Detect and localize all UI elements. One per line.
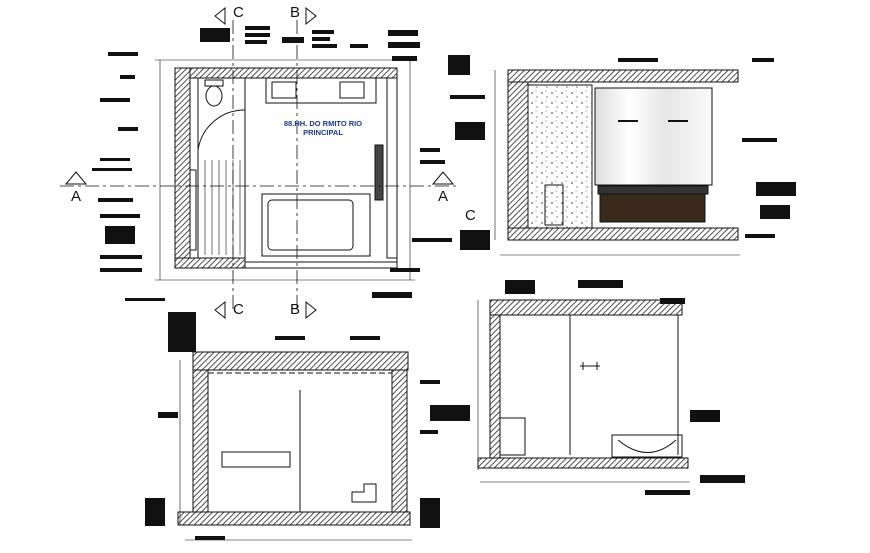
elevation-a <box>494 69 740 256</box>
plan-title-line1: 88.HH. DO RMITO RIO <box>283 119 363 128</box>
floor-plan <box>60 6 460 320</box>
elevation-b <box>477 299 690 483</box>
toilet-plan <box>205 85 223 107</box>
mirror <box>594 87 713 186</box>
section-marker-a-left: A <box>71 188 82 205</box>
section-marker-c-elevation: C <box>465 207 476 224</box>
plan-title: 88.HH. DO RMITO RIO PRINCIPAL <box>268 119 378 137</box>
vanity <box>599 193 706 223</box>
bathtub-side <box>611 434 683 458</box>
section-marker-c-bottom: C <box>233 301 244 318</box>
toilet-elevation <box>544 184 564 226</box>
section-marker-c-top: C <box>233 4 244 21</box>
vanity-side <box>499 417 526 456</box>
section-marker-b-top: B <box>290 4 301 21</box>
shower-slats <box>204 160 241 255</box>
section-marker-a-right: A <box>438 188 449 205</box>
elevation-c <box>177 351 412 541</box>
bathtub-plan <box>261 193 371 257</box>
section-marker-b-bottom: B <box>290 301 301 318</box>
annotation-labels <box>92 26 796 540</box>
plan-title-line2: PRINCIPAL <box>303 128 343 137</box>
bathtub-elevation <box>221 451 291 468</box>
